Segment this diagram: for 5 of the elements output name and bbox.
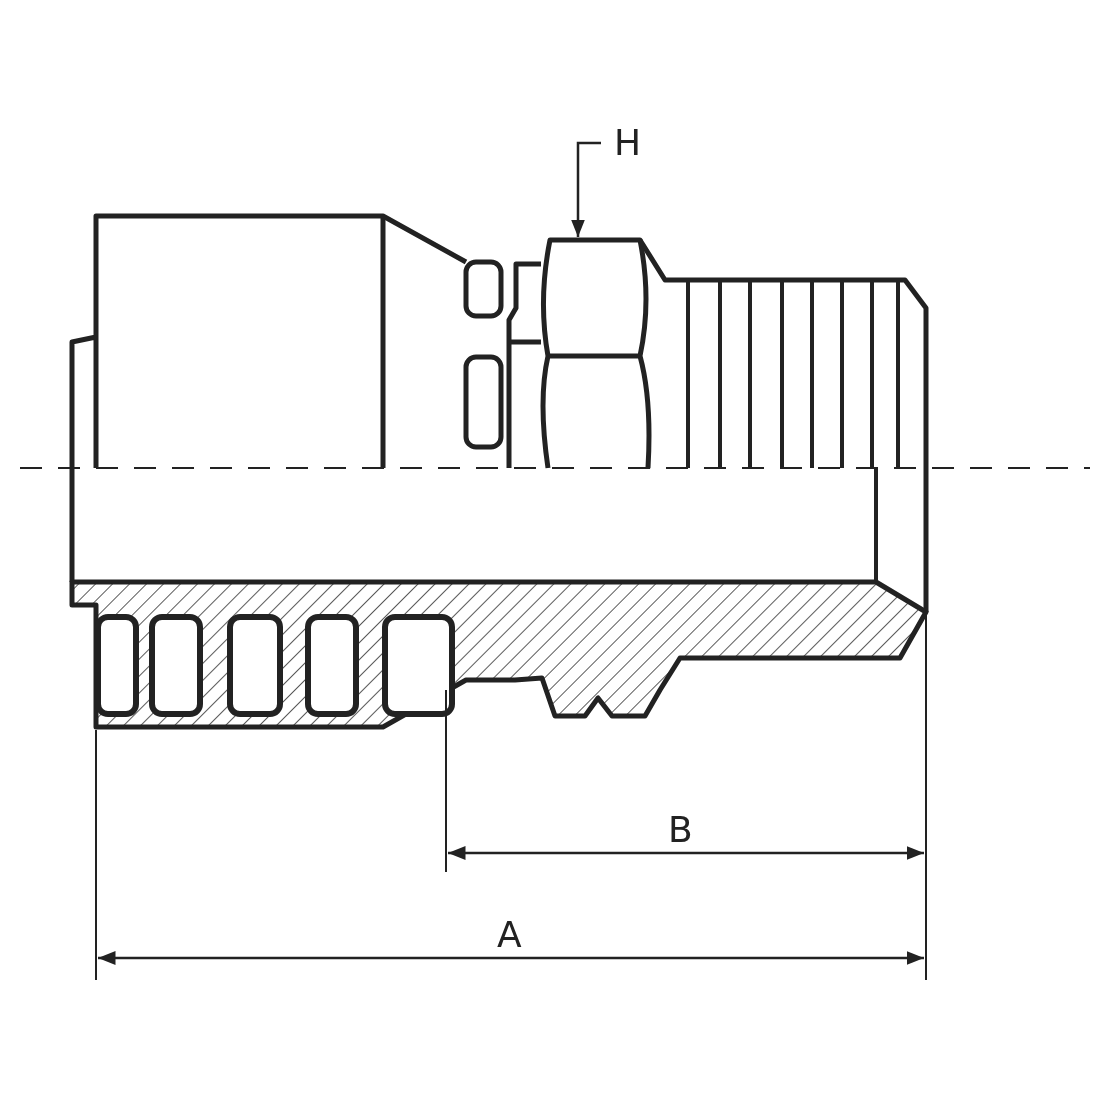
dimension-letter: A [497, 915, 522, 955]
leader-line [571, 141, 601, 237]
dimension-letter: H [614, 123, 642, 163]
dimension-letter: B [668, 810, 693, 850]
hex-nut-drawing [540, 237, 652, 471]
